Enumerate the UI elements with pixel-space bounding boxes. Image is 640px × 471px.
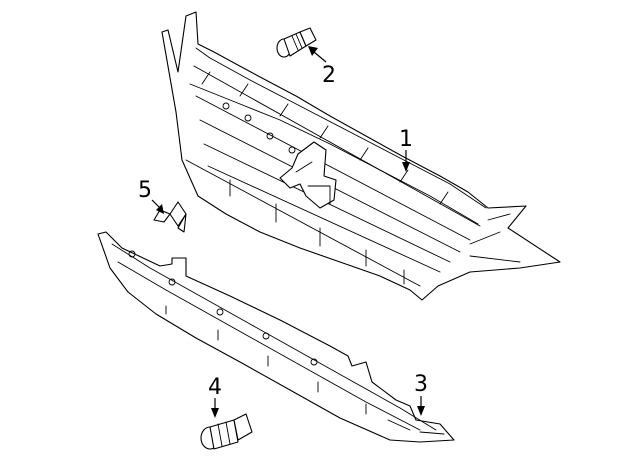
callout-3: 3 [414, 372, 428, 416]
callout-1: 1 [399, 127, 413, 172]
callout-2: 2 [308, 46, 336, 88]
emblem-part[interactable] [153, 201, 187, 233]
callout-1-label: 1 [399, 127, 413, 152]
callout-5: 5 [138, 178, 164, 214]
callout-4: 4 [208, 375, 222, 418]
grille-part[interactable] [161, 11, 561, 301]
callout-2-label: 2 [322, 63, 336, 88]
callout-4-label: 4 [208, 375, 222, 400]
callout-5-label: 5 [138, 178, 152, 203]
lower-grille-part[interactable] [97, 231, 455, 443]
lower-clip-part[interactable] [200, 413, 253, 450]
upper-clip-part[interactable] [276, 27, 317, 58]
callout-3-label: 3 [414, 372, 428, 397]
